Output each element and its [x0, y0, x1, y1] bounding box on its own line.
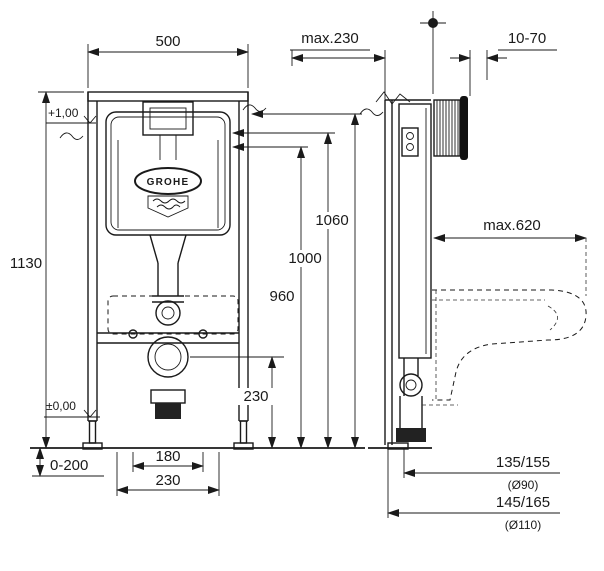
front-view-flush-pipe — [149, 234, 187, 326]
side-view-frame — [359, 91, 432, 450]
dim-outlet-90-diameter: (Ø90) — [508, 478, 539, 492]
dim-1060: 1060 — [315, 212, 348, 229]
dim-max620-group: max.620 — [433, 217, 587, 296]
dim-outlet-110-diameter: (Ø110) — [505, 518, 541, 532]
break-wave-icon — [59, 132, 84, 140]
dim-outlet-90: 135/155 — [496, 454, 550, 471]
dim-foot-adjust-group: 0-200 — [32, 447, 104, 477]
dim-960: 960 — [269, 288, 294, 305]
outlet-bend — [155, 403, 181, 419]
dim-max-projection: max.620 — [483, 217, 541, 234]
dim-foot-adjust: 0-200 — [50, 457, 88, 474]
dim-front-height: 1130 — [10, 255, 42, 272]
flush-plate — [460, 96, 468, 160]
level-zero-label: ±0,00 — [46, 399, 76, 413]
front-view-frame — [82, 91, 254, 450]
dim-heights-group: 1060 1000 960 — [232, 104, 362, 449]
dim-max230-group: max.230 — [290, 30, 386, 100]
side-view-fill-valve — [401, 127, 419, 157]
dim-10-70-group: 10-70 — [450, 30, 557, 96]
dim-plate-range: 10-70 — [508, 30, 546, 47]
level-mark-icon — [83, 409, 97, 418]
dim-180-group: 180 — [132, 448, 204, 472]
level-zero-group: ±0,00 — [44, 399, 100, 418]
dim-230-bottom-group: 230 — [116, 452, 220, 496]
dim-max-depth: max.230 — [301, 30, 359, 47]
dim-outlets-group: 135/155 (Ø90) 145/165 (Ø110) — [387, 448, 560, 532]
brand-label: GROHE — [147, 177, 190, 188]
dim-1130-group: 1130 — [10, 91, 84, 449]
grohe-logo: GROHE — [134, 167, 202, 218]
fixing-bolt-left — [128, 329, 138, 339]
level-plus-group: +1,00 — [46, 106, 97, 140]
side-view-actuator-plate — [420, 11, 468, 160]
level-plus-label: +1,00 — [48, 106, 79, 120]
dim-1000: 1000 — [288, 250, 321, 267]
dim-front-width: 500 — [155, 33, 180, 50]
wall-break-icon — [375, 91, 411, 105]
dim-outlet-110: 145/165 — [496, 494, 550, 511]
level-mark-icon — [83, 115, 97, 124]
dim-bottom-width: 230 — [155, 472, 180, 489]
front-view-cistern — [105, 101, 231, 236]
side-view-pan-outline — [432, 289, 587, 401]
drain-elbow — [396, 428, 426, 442]
break-wave-icon — [242, 104, 267, 112]
dim-bolt-spacing: 180 — [155, 448, 180, 465]
dim-230-right-group: 230 — [190, 356, 284, 449]
dim-outlet-height: 230 — [243, 388, 268, 405]
side-view-outlet — [396, 358, 458, 442]
dim-500-group: 500 — [87, 33, 249, 88]
front-view-outlet — [107, 295, 239, 419]
break-wave-icon — [359, 108, 384, 116]
